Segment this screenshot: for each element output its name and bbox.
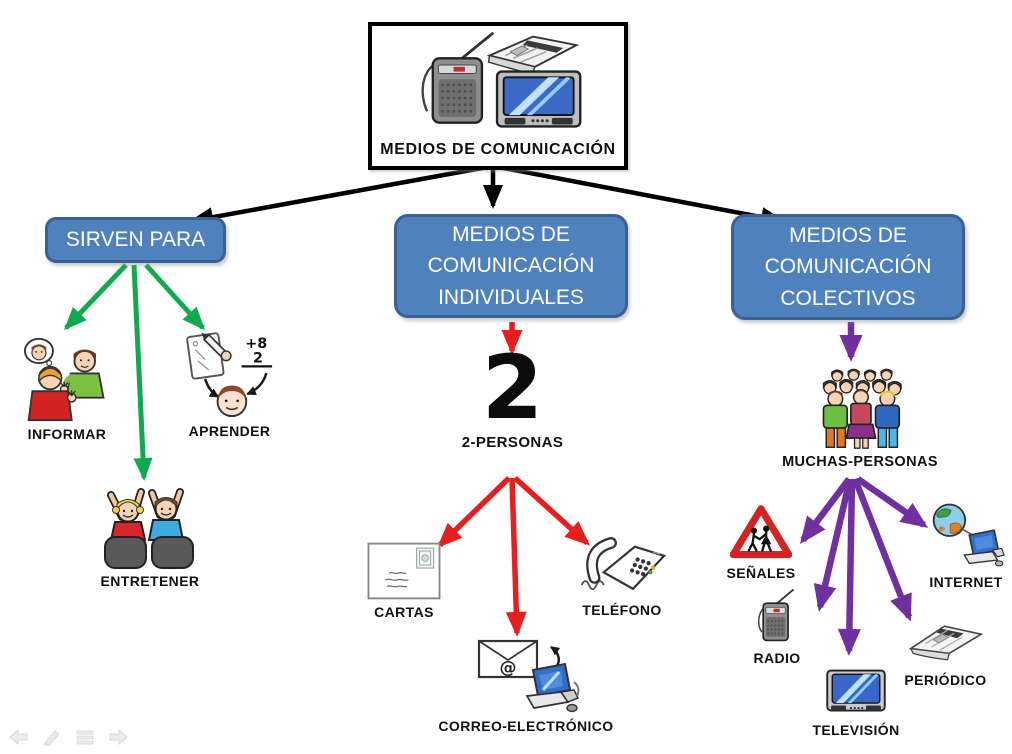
picto-entretener: ENTRETENER — [95, 485, 205, 589]
prev-slide-button[interactable] — [8, 727, 30, 747]
next-slide-button[interactable] — [107, 727, 129, 747]
arrow-hub-periodico — [851, 477, 913, 622]
arrow-hub-radio — [813, 478, 854, 612]
pen-tool-button[interactable] — [41, 727, 63, 747]
label-telefono: TELÉFONO — [582, 602, 662, 618]
arrow-root-to-colectivos — [492, 163, 785, 227]
branch-sirven-para: SIRVEN PARA — [45, 217, 226, 263]
arrow-hub-internet — [856, 476, 929, 528]
arrow-hub-television — [837, 478, 861, 656]
media-collage-icon — [421, 31, 582, 128]
writing-math-child-icon: +8 2 — [185, 332, 272, 418]
label-muchas-personas: MUCHAS-PERSONAS — [782, 454, 938, 470]
branch-medios-colectivos: MEDIOS DE COMUNICACIÓN COLECTIVOS — [731, 214, 965, 320]
hub-muchas-personas: MUCHAS-PERSONAS — [782, 366, 938, 470]
branch-medios-colectivos-label: MEDIOS DE COMUNICACIÓN COLECTIVOS — [764, 223, 932, 310]
email-computer-icon: @ — [477, 639, 580, 713]
picto-informar: INFORMAR — [12, 336, 122, 442]
arrow-root-to-sirven — [189, 163, 494, 228]
label-television: TELEVISIÓN — [812, 722, 900, 738]
picto-correo-electronico: @ CORREO-ELECTRÓNICO — [432, 638, 620, 734]
tv-icon — [826, 669, 886, 712]
label-internet: INTERNET — [929, 574, 1003, 590]
arrow-sirven-informar — [63, 263, 128, 331]
forward-arrow-icon — [109, 728, 128, 746]
label-periodico: PERIÓDICO — [904, 672, 987, 688]
label-radio: RADIO — [753, 650, 801, 666]
presenter-toolbar — [8, 727, 129, 747]
cheering-children-icon — [104, 488, 194, 569]
label-correo-electronico: CORREO-ELECTRÓNICO — [438, 718, 614, 734]
svg-text:+8: +8 — [245, 336, 267, 352]
pen-icon — [43, 730, 60, 746]
branch-medios-individuales-label: MEDIOS DE COMUNICACIÓN INDIVIDUALES — [427, 222, 595, 309]
hub-dos-personas: 2 2-PERSONAS — [440, 336, 585, 451]
globe-computer-icon — [932, 503, 1005, 567]
label-senales: SEÑALES — [726, 565, 796, 581]
arrow-sirven-entretener — [131, 264, 153, 481]
picto-senales: SEÑALES — [726, 503, 796, 581]
branch-sirven-para-label: SIRVEN PARA — [65, 228, 206, 252]
root-node: MEDIOS DE COMUNICACIÓN — [368, 22, 628, 170]
picto-telefono: TELÉFONO — [572, 532, 672, 618]
root-label: MEDIOS DE COMUNICACIÓN — [380, 141, 616, 158]
label-2-personas: 2-PERSONAS — [461, 433, 564, 451]
back-arrow-icon — [9, 728, 28, 746]
branch-medios-individuales: MEDIOS DE COMUNICACIÓN INDIVIDUALES — [394, 214, 628, 318]
arrow-hub-correo — [505, 477, 527, 637]
warning-sign-icon — [730, 505, 792, 559]
picto-cartas: CARTAS — [356, 542, 452, 620]
svg-text:2: 2 — [252, 351, 262, 367]
desk-phone-icon — [580, 537, 667, 591]
picto-internet: INTERNET — [926, 502, 1006, 590]
arrow-hub-senales — [799, 477, 852, 544]
arrow-hub-cartas — [437, 476, 511, 548]
arrow-sirven-aprender — [144, 263, 206, 331]
label-cartas: CARTAS — [374, 604, 434, 620]
label-entretener: ENTRETENER — [100, 573, 200, 589]
crowd-icon — [822, 368, 902, 449]
portable-radio-icon — [757, 588, 795, 642]
picto-aprender: +8 2 APRENDER — [172, 331, 287, 439]
label-aprender: APRENDER — [188, 423, 271, 439]
newspaper-icon — [908, 625, 983, 661]
svg-text:@: @ — [500, 658, 517, 678]
picto-television: TELEVISIÓN — [810, 668, 902, 738]
picto-periodico: PERIÓDICO — [898, 618, 993, 688]
number-2: 2 — [481, 336, 544, 439]
menu-icon — [76, 730, 94, 745]
people-talking-icon — [24, 337, 105, 422]
menu-button[interactable] — [74, 727, 96, 747]
picto-radio: RADIO — [747, 588, 807, 666]
label-informar: INFORMAR — [27, 426, 107, 442]
envelope-icon — [367, 542, 441, 600]
